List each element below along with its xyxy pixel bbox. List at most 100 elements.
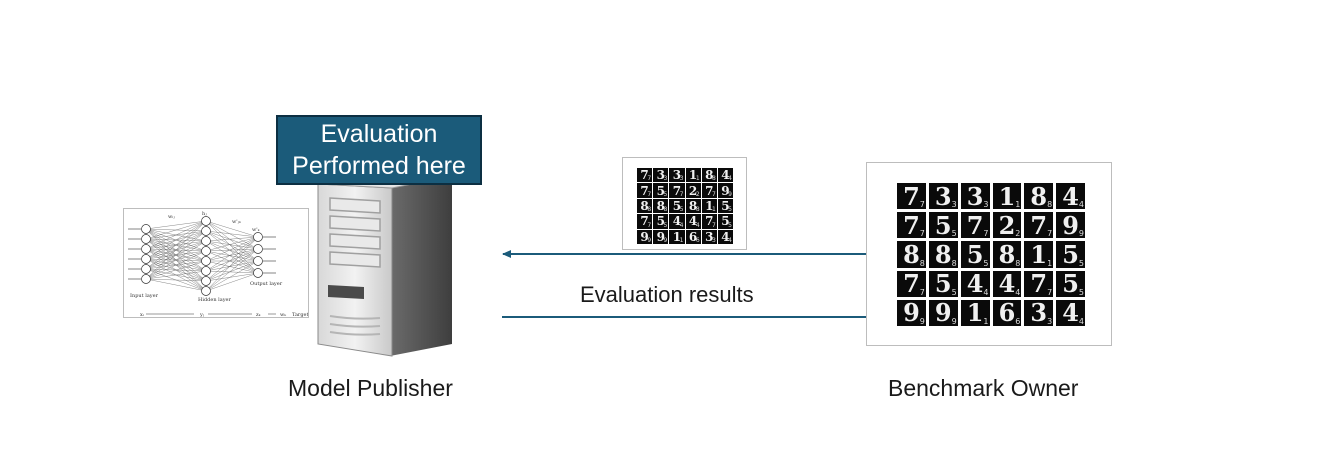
digit-glyph: 5	[966, 241, 984, 268]
nn-z-label: zₖ	[256, 312, 261, 317]
digit-glyph: 8	[656, 198, 665, 213]
digit-glyph: 9	[640, 229, 649, 244]
digit-label: 4	[983, 287, 989, 297]
digit-label: 4	[695, 221, 700, 229]
digit-label: 5	[951, 287, 957, 297]
digit-glyph: 7	[640, 214, 649, 229]
nn-connection	[205, 250, 259, 262]
digit-glyph: 7	[705, 214, 714, 229]
digit-glyph: 3	[656, 168, 665, 183]
digit-label: 8	[712, 175, 716, 183]
digit-label: 2	[1015, 229, 1021, 239]
digit-label: 1	[983, 317, 989, 326]
nn-connection	[205, 260, 259, 274]
evaluation-box-line1: Evaluation	[320, 120, 438, 148]
digit-label: 3	[712, 237, 716, 244]
digit-label: 5	[728, 221, 732, 229]
digit-label: 1	[712, 206, 716, 214]
digit-glyph: 6	[688, 229, 698, 244]
nn-connection	[205, 230, 259, 238]
nn-connection	[145, 278, 207, 282]
digit-glyph: 4	[688, 214, 698, 229]
nn-connection	[205, 220, 259, 238]
digit-label: 7	[1047, 229, 1053, 239]
digit-glyph: 5	[721, 214, 730, 229]
nn-connection	[205, 240, 259, 250]
nn-node	[253, 268, 263, 278]
digit-glyph: 3	[705, 229, 714, 244]
digit-glyph: 4	[998, 270, 1016, 297]
nn-connection	[205, 236, 259, 282]
digit-label: 7	[1047, 287, 1053, 297]
nn-connection	[205, 260, 259, 272]
digit-glyph: 4	[721, 168, 730, 183]
nn-node	[141, 274, 151, 284]
nn-node	[201, 276, 211, 286]
digit-label: 1	[1047, 258, 1053, 268]
digit-glyph: 2	[998, 212, 1016, 239]
digit-glyph: 7	[1030, 270, 1048, 297]
nn-connection	[145, 220, 207, 250]
digit-label: 3	[679, 175, 684, 183]
digit-label: 7	[983, 229, 989, 239]
digit-label: 7	[647, 175, 652, 183]
nn-connection	[205, 270, 259, 274]
server-icon	[317, 171, 453, 357]
nn-connection	[205, 248, 259, 272]
digit-label: 8	[663, 206, 668, 214]
nn-connection	[145, 250, 207, 280]
digit-glyph: 4	[966, 270, 984, 297]
digit-glyph: 1	[966, 299, 984, 326]
digit-glyph: 5	[721, 198, 730, 213]
digit-label: 4	[1078, 200, 1084, 210]
digit-label: 5	[679, 206, 684, 214]
digit-label: 9	[919, 317, 925, 326]
digit-label: 7	[647, 221, 652, 229]
nn-connection	[205, 230, 259, 274]
digit-glyph: 8	[688, 198, 698, 213]
nn-node	[201, 216, 211, 226]
nn-connection	[205, 240, 259, 262]
digit-glyph: 4	[1062, 299, 1079, 326]
digit-glyph: 5	[656, 183, 665, 198]
digit-glyph: 2	[688, 183, 698, 198]
nn-connection	[145, 230, 207, 280]
digit-label: 3	[983, 200, 989, 210]
digit-label: 7	[679, 190, 684, 198]
digit-label: 4	[728, 237, 732, 244]
digit-label: 8	[1015, 258, 1021, 268]
digit-label: 9	[647, 237, 652, 244]
nn-y-label: yⱼ	[199, 312, 205, 317]
nn-input-layer-label: Input layer	[130, 293, 159, 299]
digit-glyph: 4	[1062, 183, 1079, 210]
nn-connection	[205, 236, 259, 292]
digit-label: 7	[712, 190, 716, 198]
nn-node	[253, 232, 263, 242]
digit-label: 4	[679, 221, 684, 229]
nn-weight-label: w'ⱼₖ	[232, 219, 241, 225]
